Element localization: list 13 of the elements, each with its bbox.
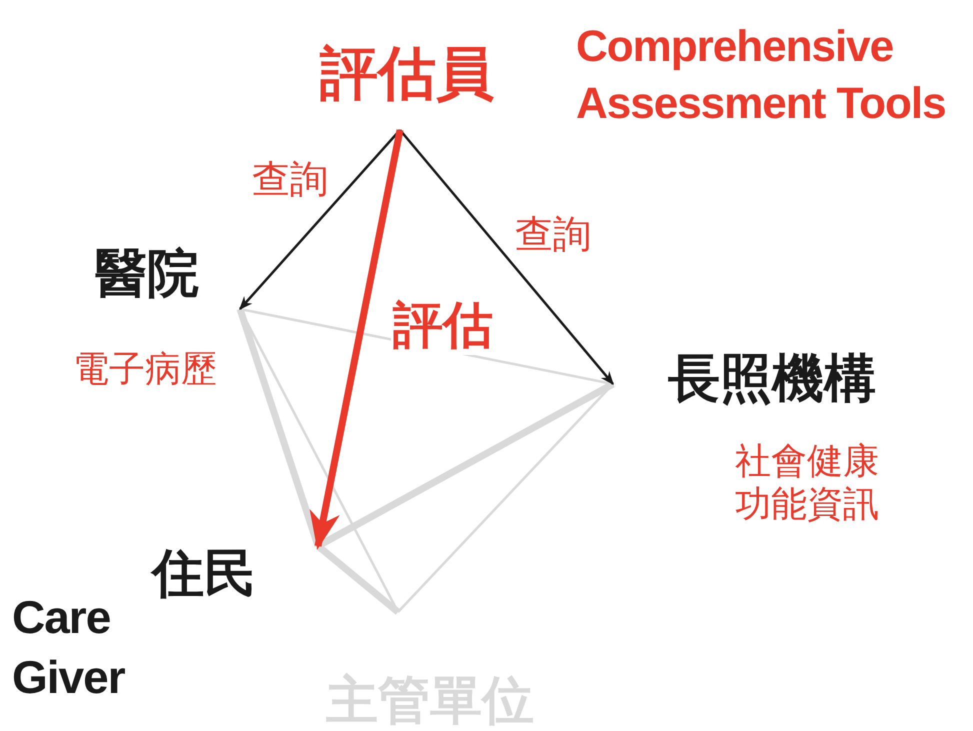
arrow — [399, 129, 614, 386]
connector-line — [397, 383, 614, 613]
node-label: 住民 — [152, 545, 256, 605]
node-label: 醫院 — [95, 245, 199, 305]
edge-label: 評估 — [391, 297, 495, 354]
node-caption: 電子病歷 — [72, 348, 218, 392]
arrow — [310, 129, 404, 550]
side-label: Care Giver — [12, 590, 126, 705]
heading-label: Comprehensive Assessment Tools — [576, 21, 947, 130]
arrow — [239, 129, 401, 310]
node-label: 長照機構 — [668, 350, 876, 410]
node-caption: 社會健康功能資訊 — [734, 440, 880, 526]
node-label: 評估員 — [320, 40, 494, 107]
